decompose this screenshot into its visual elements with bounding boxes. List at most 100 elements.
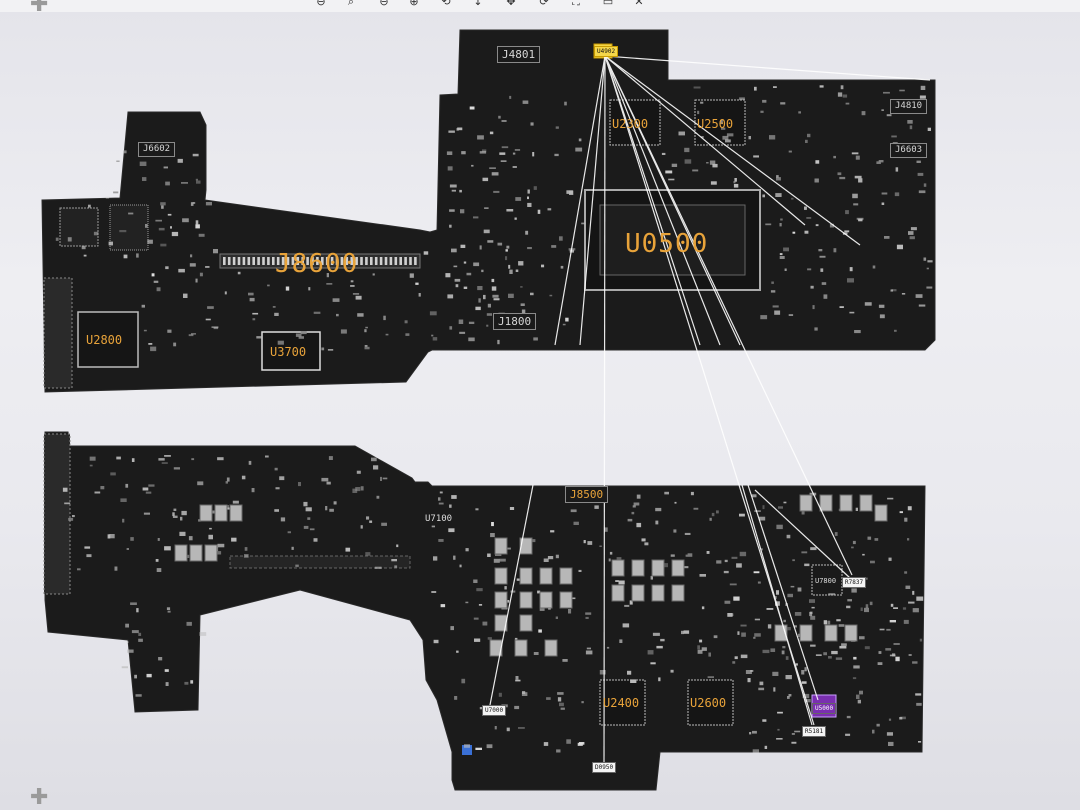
component-pad bbox=[852, 677, 857, 680]
close-icon[interactable]: ✕ bbox=[634, 0, 644, 8]
r7837-tag[interactable]: R7837 bbox=[842, 577, 867, 588]
component-pad bbox=[376, 495, 380, 499]
d0950-tag[interactable]: D0950 bbox=[592, 762, 617, 773]
component-pad bbox=[514, 149, 521, 151]
component-pad bbox=[578, 138, 582, 142]
component-pad bbox=[191, 458, 195, 461]
j6602-label: J6602 bbox=[138, 142, 176, 157]
component-pad bbox=[794, 612, 802, 616]
component-pad bbox=[778, 506, 783, 509]
component-pad bbox=[161, 462, 168, 464]
component-pad bbox=[520, 286, 523, 288]
component-pad bbox=[438, 497, 441, 501]
component-pad bbox=[555, 616, 558, 619]
component-pad bbox=[770, 648, 776, 652]
move-icon[interactable]: ✥ bbox=[506, 0, 516, 8]
component-pad bbox=[886, 628, 891, 631]
rotate-icon[interactable]: ⟲ bbox=[441, 0, 451, 8]
move-vertical-icon[interactable]: ↕ bbox=[473, 0, 483, 8]
component-pad bbox=[834, 532, 838, 536]
component-pad bbox=[205, 202, 212, 206]
component-pad bbox=[769, 135, 776, 140]
component-pad bbox=[889, 620, 896, 623]
component-pad bbox=[860, 607, 863, 611]
component-pad bbox=[844, 230, 850, 233]
component-pad bbox=[515, 676, 519, 680]
component-pad bbox=[701, 136, 704, 139]
zoom-out-icon[interactable]: ⊖ bbox=[316, 0, 326, 8]
component-pad bbox=[440, 604, 446, 608]
component-pad bbox=[784, 268, 787, 271]
connector-pin bbox=[296, 257, 300, 265]
component-pad bbox=[926, 286, 933, 289]
component-pad bbox=[833, 248, 837, 253]
component-pad bbox=[754, 86, 757, 91]
component-pad bbox=[697, 110, 700, 115]
component-pad bbox=[804, 206, 807, 210]
selected-pad-label[interactable]: U4902 bbox=[594, 46, 619, 57]
component-pad bbox=[415, 282, 419, 285]
window-icon[interactable]: ▭ bbox=[602, 0, 614, 8]
component-pad bbox=[706, 551, 710, 554]
component-pad bbox=[431, 591, 437, 593]
add-icon[interactable]: ⊕ bbox=[409, 0, 419, 8]
component-pad bbox=[209, 527, 212, 530]
r5181-tag[interactable]: R5181 bbox=[802, 726, 827, 737]
component-pad bbox=[762, 649, 770, 654]
component-pad bbox=[475, 306, 481, 311]
component-pad bbox=[798, 111, 801, 114]
large-pad bbox=[839, 494, 853, 512]
component-pad bbox=[498, 115, 501, 119]
component-pad bbox=[490, 533, 495, 538]
component-pad bbox=[448, 130, 455, 133]
component-pad bbox=[473, 216, 479, 219]
component-pad bbox=[710, 181, 717, 185]
refresh-icon[interactable]: ⟳ bbox=[539, 0, 549, 8]
component-pad bbox=[68, 517, 74, 521]
component-pad bbox=[733, 183, 739, 188]
remove-icon[interactable]: ⊖ bbox=[379, 0, 389, 8]
search-icon[interactable]: ⌕ bbox=[347, 0, 355, 8]
component-pad bbox=[919, 95, 926, 99]
component-pad bbox=[209, 510, 217, 514]
component-pad bbox=[562, 659, 568, 662]
component-pad bbox=[585, 612, 592, 615]
component-pad bbox=[327, 349, 334, 351]
component-pad bbox=[776, 738, 783, 740]
component-pad bbox=[632, 505, 636, 508]
component-pad bbox=[521, 309, 526, 314]
component-pad bbox=[894, 192, 900, 197]
component-pad bbox=[484, 207, 489, 209]
j8600-pins bbox=[223, 257, 417, 265]
component-pad bbox=[740, 654, 748, 659]
component-pad bbox=[512, 152, 516, 155]
component-pad bbox=[787, 593, 793, 598]
component-pad bbox=[538, 629, 542, 633]
large-pad bbox=[199, 504, 213, 522]
component-pad bbox=[537, 590, 541, 594]
component-pad bbox=[585, 616, 589, 619]
component-pad bbox=[709, 160, 716, 165]
component-pad bbox=[491, 278, 495, 283]
large-pad bbox=[611, 584, 625, 602]
component-pad bbox=[479, 707, 484, 710]
u7000-tag[interactable]: U7000 bbox=[482, 705, 507, 716]
fit-icon[interactable]: ⛶ bbox=[572, 0, 580, 8]
large-pad bbox=[539, 567, 553, 585]
component-pad bbox=[772, 671, 779, 676]
component-pad bbox=[454, 696, 458, 700]
component-pad bbox=[839, 306, 844, 308]
u5000-tag[interactable]: U5000 bbox=[812, 703, 837, 714]
large-pad bbox=[519, 614, 533, 632]
component-pad bbox=[138, 638, 143, 642]
connector-pin bbox=[399, 257, 402, 265]
component-pad bbox=[568, 609, 572, 614]
component-pad bbox=[724, 600, 731, 604]
connector-pin bbox=[379, 257, 383, 265]
component-pad bbox=[804, 230, 809, 234]
component-pad bbox=[433, 556, 438, 561]
component-pad bbox=[198, 233, 205, 237]
component-pad bbox=[274, 509, 279, 512]
component-pad bbox=[501, 146, 509, 149]
